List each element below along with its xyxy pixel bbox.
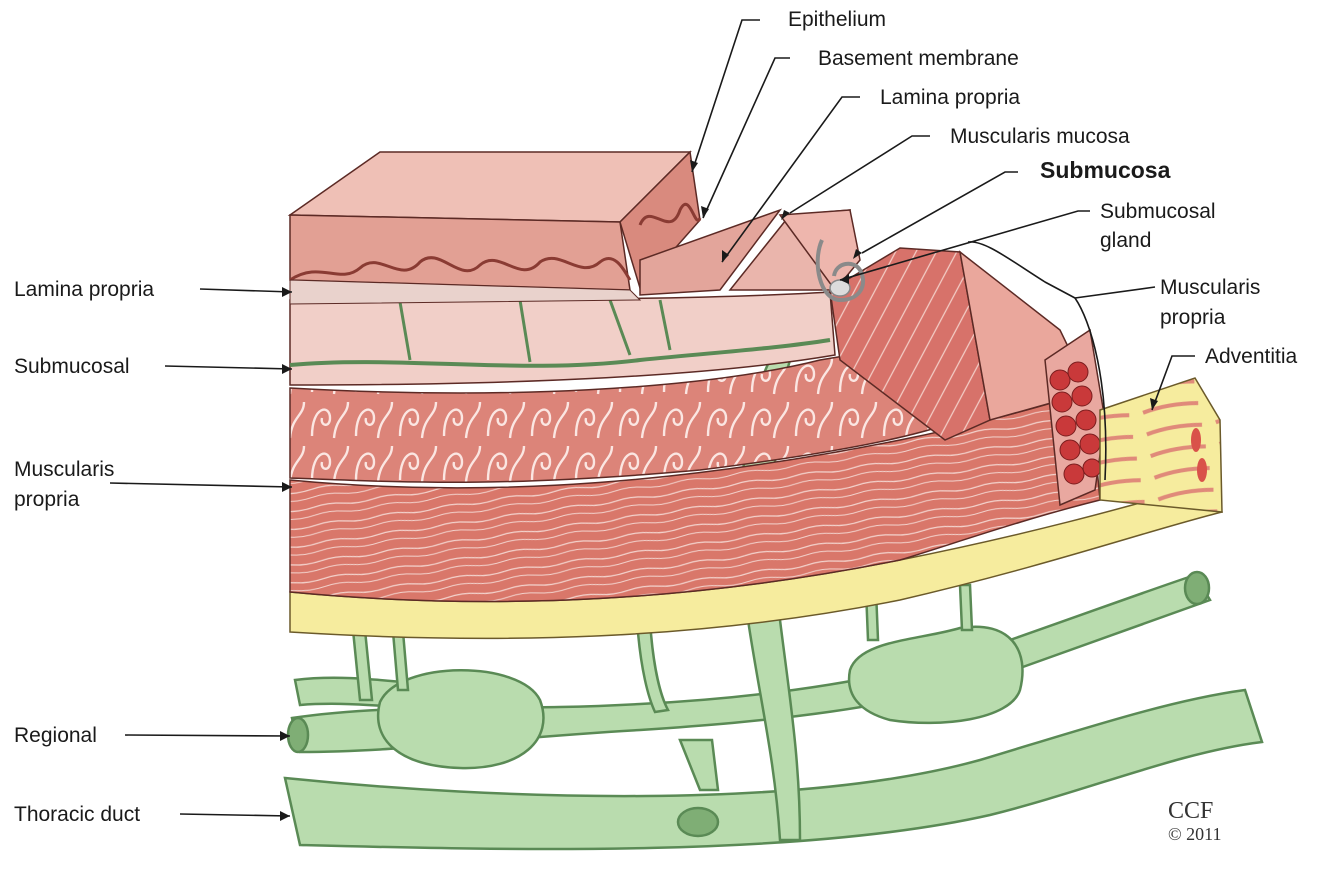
epithelium-front (290, 215, 630, 290)
upper-vessel-end (1185, 572, 1209, 604)
submucosa-layer (290, 292, 835, 385)
label-muscularis-propria-left-line1: Muscularis (14, 457, 114, 482)
label-lamina-propria-left: Lamina propria (14, 277, 154, 302)
label-regional: Regional (14, 723, 97, 748)
label-muscularis-mucosa: Muscularis mucosa (950, 124, 1130, 149)
label-basement-membrane: Basement membrane (818, 46, 1019, 71)
label-epithelium: Epithelium (788, 7, 886, 32)
label-adventitia: Adventitia (1205, 344, 1297, 369)
label-submucosal-gland-line2: gland (1100, 228, 1151, 253)
label-submucosal-gland-line1: Submucosal (1100, 199, 1216, 224)
regional-vessel-end (288, 718, 308, 752)
adventitia-block (1100, 378, 1222, 512)
collector-vessel-1 (680, 740, 718, 790)
label-muscularis-propria-right-line2: propria (1160, 305, 1225, 330)
credit-copyright: © 2011 (1168, 824, 1222, 845)
label-submucosal-left: Submucosal (14, 354, 130, 379)
label-muscularis-propria-left-line2: propria (14, 487, 79, 512)
credit-mark: CCF (1168, 798, 1213, 825)
label-muscularis-propria-right-line1: Muscularis (1160, 275, 1260, 300)
thoracic-duct-valve (678, 808, 718, 836)
label-thoracic-duct: Thoracic duct (14, 802, 140, 827)
label-lamina-propria-top: Lamina propria (880, 85, 1020, 110)
label-submucosa: Submucosa (1040, 158, 1170, 183)
